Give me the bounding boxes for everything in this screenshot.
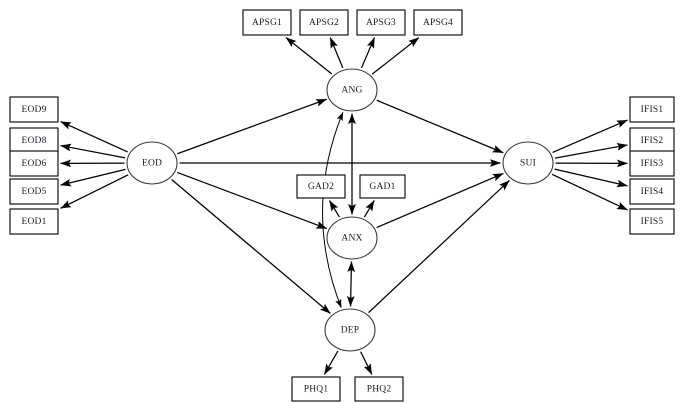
observed-node-ifis1[interactable]: IFIS1 xyxy=(629,96,675,123)
edge-dep-sui xyxy=(368,179,510,314)
node-shape-ifis2 xyxy=(629,127,675,154)
node-shape-anx xyxy=(326,216,378,260)
edge-eod-eod9 xyxy=(60,120,128,153)
edge-ang-apsg2 xyxy=(329,37,344,69)
observed-node-apsg3[interactable]: APSG3 xyxy=(356,9,406,36)
node-shape-eod1 xyxy=(9,208,59,235)
observed-node-eod1[interactable]: EOD1 xyxy=(9,208,59,235)
node-shape-dep xyxy=(324,308,376,352)
edge-anx-gad2 xyxy=(328,200,340,218)
node-shape-gad1 xyxy=(359,174,406,199)
node-shape-ang xyxy=(326,68,378,112)
edge-ang-apsg3 xyxy=(360,37,376,69)
node-shape-eod8 xyxy=(9,127,59,154)
latent-node-eod[interactable]: EOD xyxy=(126,141,178,185)
edge-anx-dep xyxy=(346,261,356,307)
node-shape-eod xyxy=(126,141,178,185)
observed-node-apsg2[interactable]: APSG2 xyxy=(299,9,349,36)
node-shape-eod5 xyxy=(9,178,59,205)
observed-node-apsg1[interactable]: APSG1 xyxy=(242,9,292,36)
node-shape-ifis1 xyxy=(629,96,675,123)
edge-eod-anx xyxy=(176,171,328,230)
edge-eod-eod1 xyxy=(60,174,129,209)
edge-eod-eod8 xyxy=(60,143,126,159)
edge-anx-sui xyxy=(376,172,504,229)
edge-anx-gad1 xyxy=(363,200,375,218)
edge-ang-sui xyxy=(376,99,504,154)
node-shape-ifis3 xyxy=(629,150,675,177)
node-shape-eod6 xyxy=(9,150,59,177)
node-shape-phq1 xyxy=(291,376,341,402)
edge-layer xyxy=(60,37,628,375)
edge-dep-phq2 xyxy=(360,351,373,375)
edge-eod-ang xyxy=(177,98,327,155)
edge-sui-ifis5 xyxy=(551,173,628,211)
node-layer: APSG1 APSG2 APSG3 APSG4EOD9EOD8EOD6EOD5EOD1… xyxy=(9,9,675,402)
node-shape-apsg1 xyxy=(242,9,292,36)
observed-node-gad1[interactable]: GAD1 xyxy=(359,174,406,199)
node-shape-eod9 xyxy=(9,96,59,123)
observed-node-ifis3[interactable]: IFIS3 xyxy=(629,150,675,177)
latent-node-dep[interactable]: DEP xyxy=(324,308,376,352)
latent-node-sui[interactable]: SUI xyxy=(502,141,554,185)
observed-node-ifis5[interactable]: IFIS5 xyxy=(629,208,675,235)
node-shape-ifis5 xyxy=(629,208,675,235)
latent-node-anx[interactable]: ANX xyxy=(326,216,378,260)
node-shape-apsg2 xyxy=(299,9,349,36)
observed-node-gad2[interactable]: GAD2 xyxy=(296,174,346,199)
edge-sui-ifis2 xyxy=(554,143,628,159)
observed-node-eod6[interactable]: EOD6 xyxy=(9,150,59,177)
observed-node-apsg4[interactable]: APSG4 xyxy=(413,9,463,36)
edge-ang-apsg1 xyxy=(285,37,333,75)
edge-ang-apsg4 xyxy=(371,37,420,75)
latent-node-ang[interactable]: ANG xyxy=(326,68,378,112)
node-shape-gad2 xyxy=(296,174,346,199)
node-shape-sui xyxy=(502,141,554,185)
observed-node-eod9[interactable]: EOD9 xyxy=(9,96,59,123)
observed-node-ifis2[interactable]: IFIS2 xyxy=(629,127,675,154)
observed-node-eod5[interactable]: EOD5 xyxy=(9,178,59,205)
edge-sui-ifis1 xyxy=(552,119,628,153)
node-shape-phq2 xyxy=(354,376,404,402)
node-shape-apsg3 xyxy=(356,9,406,36)
node-shape-ifis4 xyxy=(629,178,675,205)
observed-node-eod8[interactable]: EOD8 xyxy=(9,127,59,154)
edge-sui-ifis4 xyxy=(554,168,628,188)
node-shape-apsg4 xyxy=(413,9,463,36)
edge-dep-phq1 xyxy=(323,350,339,375)
edge-ang-dep xyxy=(322,111,344,308)
observed-node-phq1[interactable]: PHQ1 xyxy=(291,376,341,402)
edge-eod-eod5 xyxy=(60,168,126,187)
edge-eod-dep xyxy=(171,179,331,314)
observed-node-phq2[interactable]: PHQ2 xyxy=(354,376,404,402)
observed-node-ifis4[interactable]: IFIS4 xyxy=(629,178,675,205)
